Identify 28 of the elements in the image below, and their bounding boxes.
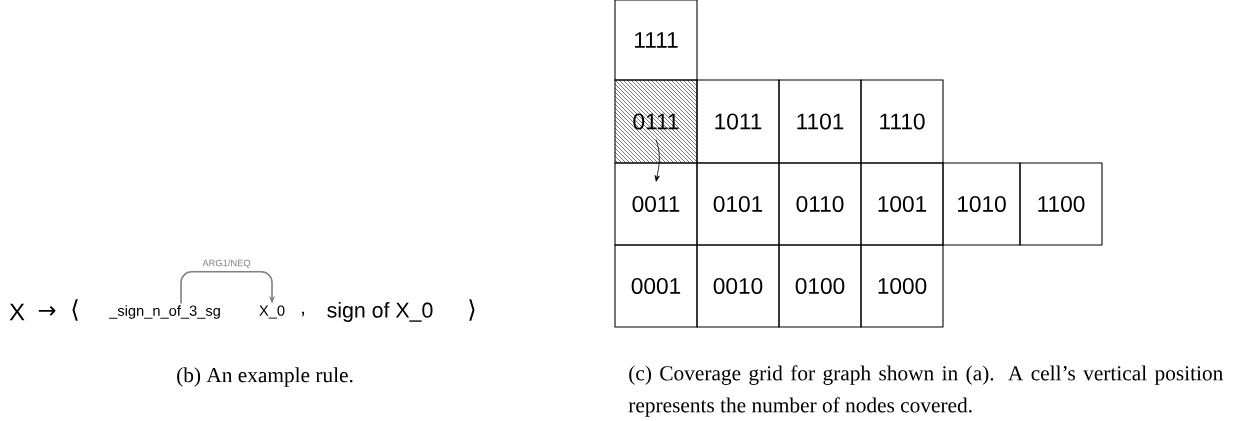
grid-cell: 1111	[614, 0, 698, 81]
grid-cell: 0111	[614, 79, 698, 164]
grid-cell: 1001	[860, 162, 944, 246]
grid-cell: 0010	[696, 244, 780, 328]
caption: (b) An example rule.	[177, 367, 353, 387]
grid-cell: 0110	[778, 162, 862, 246]
grid-cell: 0001	[614, 244, 698, 328]
token: _sign_n_of_3_sg	[108, 305, 220, 319]
grid-cell: 0100	[778, 244, 862, 328]
grid-cell: 1110	[860, 79, 944, 164]
arrow	[180, 271, 276, 305]
grid-cell: 1000	[860, 244, 944, 328]
arrow	[654, 139, 660, 182]
caption: (c) Coverage grid for graph shown in (a). A cell’s vertical position represents the number of nodes covered.	[628, 365, 1223, 417]
grid-cell: 0011	[614, 162, 698, 246]
bracket-symbol: ⟨	[72, 299, 78, 321]
grid-cell: 1101	[778, 79, 862, 164]
grid-cell: 1100	[1019, 162, 1103, 246]
symbol: ,	[302, 311, 304, 317]
token: X_0	[259, 305, 285, 319]
grid-cell: 1010	[942, 162, 1021, 246]
bracket-symbol: ⟩	[469, 299, 475, 321]
grid-cell: 1011	[696, 79, 780, 164]
edge-label: ARG1/NEQ	[201, 258, 252, 270]
grid-cell: 0101	[696, 162, 780, 246]
symbol: X	[9, 303, 25, 321]
arrow-symbol: →	[38, 306, 56, 316]
rule-text: sign of X_0	[327, 302, 433, 322]
